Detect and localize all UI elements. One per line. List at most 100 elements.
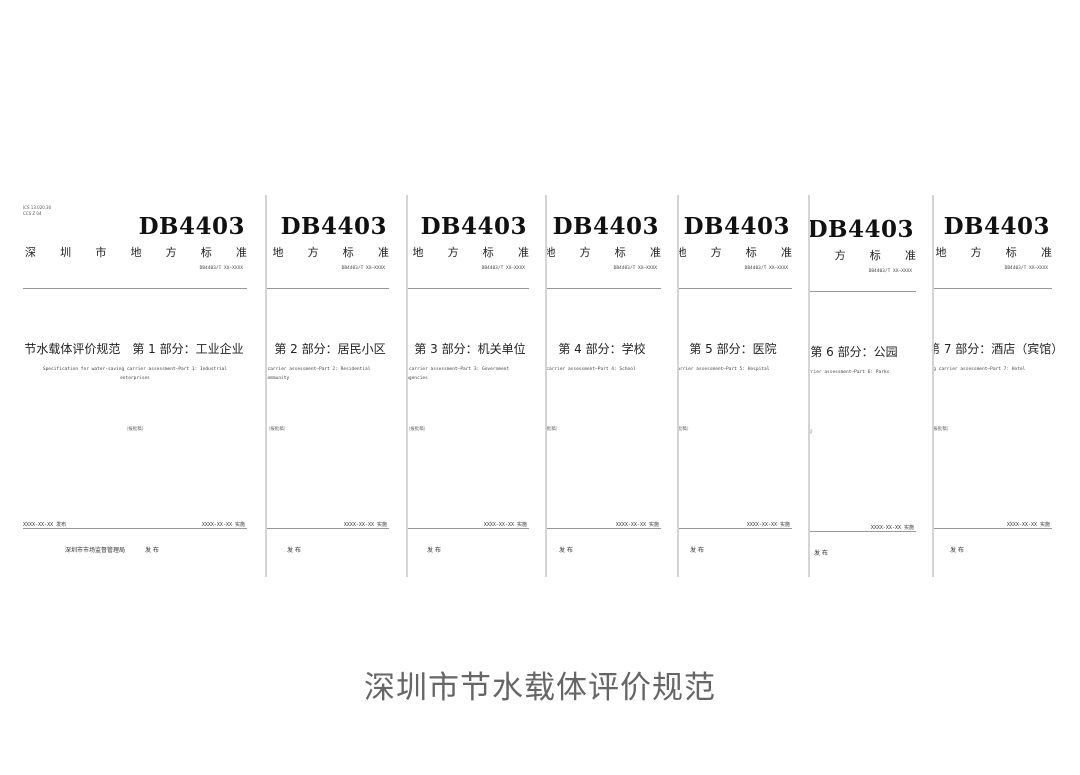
local-standard-char: 地 [545, 246, 556, 259]
english-title: Specification for water-saving carrier a… [677, 367, 770, 372]
publisher: 深圳市市场监督管理局 [406, 547, 407, 554]
standard-title: 节水载体评价规范 第 7 部分：酒店（宾馆） [934, 342, 1064, 356]
divider [267, 528, 389, 529]
draft-note: （报批稿） [265, 427, 289, 432]
publish-word: 发 布 [145, 547, 159, 554]
local-standard-char: 方 [710, 246, 722, 259]
local-standard-char: 准 [649, 246, 661, 259]
local-standard-char: 标 [745, 246, 757, 259]
english-title: Specification for water-saving carrier a… [546, 367, 636, 372]
standard-title: 节水载体评价规范 第 2 部分：居民小区 [267, 342, 386, 356]
standard-mark: DB4403 [420, 213, 527, 240]
local-standard-char: 深 [25, 246, 36, 259]
standard-mark: DB4403 [683, 213, 790, 240]
local-standard-char: 标 [614, 246, 626, 259]
standard-mark: DB4403 [552, 213, 659, 240]
local-standard-char: 标 [869, 249, 881, 262]
standard-code: DB4403/T XX—XXXX [341, 266, 385, 271]
draft-note: （报批稿） [810, 430, 816, 435]
local-standard-char: 方 [447, 246, 459, 259]
local-standard-char: 标 [200, 246, 212, 259]
divider [934, 528, 1052, 529]
local-standard-char: 准 [904, 249, 916, 262]
divider [267, 288, 389, 289]
ics-code: ICS 13.020.30 [23, 205, 52, 210]
standard-code: DB4403/T XX—XXXX [613, 266, 657, 271]
local-standard-char: 地 [272, 246, 284, 259]
implementation-date: XXXX-XX-XX 实施 [1006, 522, 1050, 528]
standard-title: 节水载体评价规范 第 4 部分：学校 [547, 342, 646, 356]
publish-word: 发 布 [690, 547, 704, 554]
draft-note: （报批稿） [123, 427, 147, 432]
publish-word: 发 布 [950, 547, 964, 554]
local-standard-char: 方 [579, 246, 591, 259]
ccs-code: CCS Z 04 [23, 211, 42, 216]
divider [408, 288, 529, 289]
publisher: 深圳市市场监督管理局 [65, 547, 126, 554]
local-standard-char: 方 [834, 249, 846, 262]
local-standard-char: 地 [130, 246, 142, 259]
english-title: Specification for water-saving carrier a… [42, 367, 228, 381]
divider [547, 528, 661, 529]
draft-note: （报批稿） [677, 427, 692, 432]
local-standard-char: 准 [1040, 246, 1052, 259]
divider [679, 528, 792, 529]
publisher-line: 深圳市市场监督管理局 发 布 [65, 545, 179, 554]
standard-mark: DB4403 [138, 213, 245, 240]
publish-word: 发 布 [287, 547, 301, 554]
draft-note: （报批稿） [933, 427, 952, 432]
divider [810, 291, 916, 292]
publish-word: 发 布 [814, 550, 828, 557]
english-title: Specification for water-saving carrier a… [406, 367, 510, 381]
divider [679, 288, 792, 289]
local-standard-char: 方 [165, 246, 177, 259]
implementation-date: XXXX-XX-XX 实施 [615, 522, 659, 528]
issue-date: XXXX-XX-XX 发布 [23, 522, 67, 528]
implementation-date: XXXX-XX-XX 实施 [483, 522, 527, 528]
local-standard-char: 标 [482, 246, 494, 259]
draft-note: （报批稿） [546, 427, 561, 432]
local-standard-char: 准 [377, 246, 389, 259]
local-standard-char: 标 [342, 246, 354, 259]
implementation-date: XXXX-XX-XX 实施 [201, 522, 245, 528]
publisher: 深圳市市场监督管理局 [267, 547, 268, 554]
standard-code: DB4403/T XX—XXXX [481, 266, 525, 271]
local-standard-char: 方 [307, 246, 319, 259]
publish-word: 发 布 [559, 547, 573, 554]
local-standard-char: 方 [970, 246, 982, 259]
english-title: Specification for water-saving carrier a… [265, 367, 371, 381]
local-standard-char: 市 [95, 246, 107, 259]
standard-mark: DB4403 [808, 216, 914, 243]
caption: 深圳市节水载体评价规范 [364, 670, 716, 706]
standard-code: DB4403/T XX—XXXX [199, 266, 243, 271]
standard-title: 节水载体评价规范 第 1 部分：工业企业 [24, 342, 244, 356]
standard-code: DB4403/T XX—XXXX [744, 266, 788, 271]
local-standard-char: 标 [1005, 246, 1017, 259]
english-title: Specification for water-saving carrier a… [933, 367, 1026, 372]
local-standard-char: 地 [935, 246, 947, 259]
implementation-date: XXXX-XX-XX 实施 [343, 522, 387, 528]
local-standard-char: 地 [412, 246, 424, 259]
divider [23, 528, 247, 529]
local-standard-char: 准 [235, 246, 247, 259]
standard-title: 节水载体评价规范 第 6 部分：公园 [810, 345, 898, 359]
standard-mark: DB4403 [943, 213, 1050, 240]
